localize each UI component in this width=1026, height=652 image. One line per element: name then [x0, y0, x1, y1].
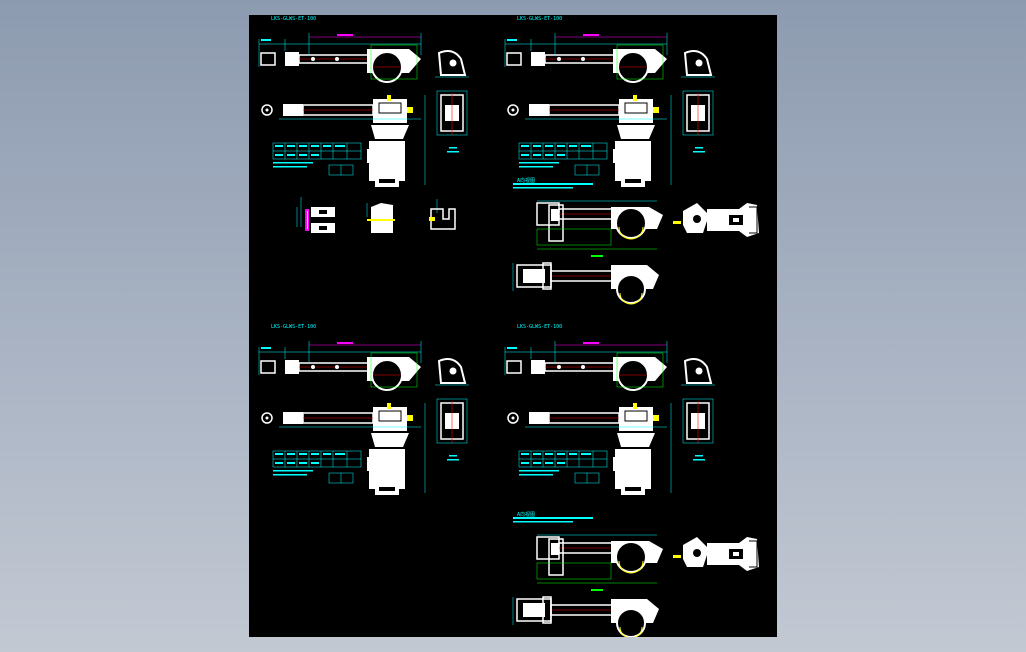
actuator-layout-bottom-right: [504, 340, 716, 496]
actuator-layout-bottom-left: [258, 340, 470, 496]
cad-drawing: LKS-GLWS-ET-100 LKS-GLWS-ET-100 LKS-GLWS…: [258, 16, 760, 637]
actuator-layout-top-right: [504, 32, 716, 188]
section-label-1: A向视图: [517, 177, 535, 184]
view-title-3: LKS-GLWS-ET-100: [271, 324, 316, 330]
detail-views-top-right: [512, 182, 760, 305]
detail-parts-top-left: [296, 196, 456, 234]
svg-text:LKS-GLWS-ET-100: LKS-GLWS-ET-100: [271, 16, 316, 22]
drawing-sheet: LKS-GLWS-ET-100 LKS-GLWS-ET-100 LKS-GLWS…: [249, 15, 777, 637]
detail-views-bottom-right: [512, 516, 760, 637]
view-title-4: LKS-GLWS-ET-100: [517, 324, 562, 330]
view-title-2: LKS-GLWS-ET-100: [517, 16, 562, 22]
view-title-1: LKS-GLWS-ET-100: [271, 16, 316, 22]
section-label-2: A向视图: [517, 511, 535, 518]
actuator-layout-top-left: [258, 32, 470, 188]
